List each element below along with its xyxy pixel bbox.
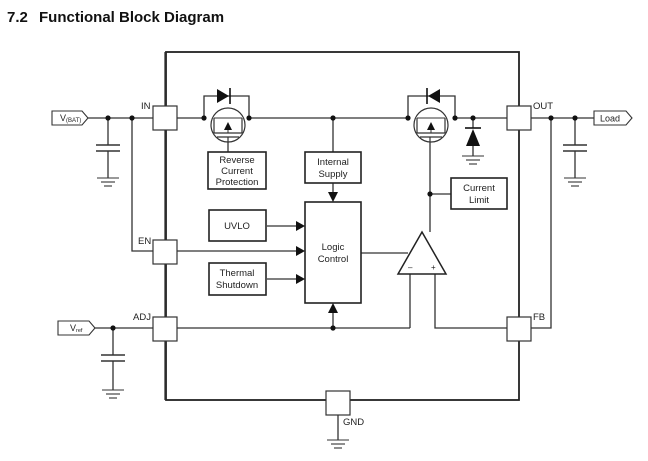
diode-icon <box>217 88 231 104</box>
block-reverse-current-protection: Reverse Current Protection <box>207 151 267 190</box>
svg-text:Thermal: Thermal <box>220 268 255 279</box>
svg-text:Supply: Supply <box>318 169 347 180</box>
svg-text:–: – <box>408 263 413 272</box>
ground-icon <box>564 177 586 187</box>
svg-text:+: + <box>431 263 436 272</box>
svg-text:Current: Current <box>463 183 495 194</box>
svg-text:Internal: Internal <box>317 157 349 168</box>
svg-text:Shutdown: Shutdown <box>216 280 258 291</box>
arrow-thermal-to-logic <box>296 274 305 284</box>
load-connector: Load <box>593 110 633 126</box>
diode-icon <box>426 88 440 104</box>
ground-icon <box>327 439 349 449</box>
junction-dots <box>105 115 578 331</box>
arrow-en-to-logic <box>296 246 305 256</box>
svg-text:Vref: Vref <box>70 323 83 334</box>
zener-diode-icon <box>465 127 481 146</box>
ground-icon <box>97 177 119 187</box>
pin-label-fb: FB <box>533 312 545 323</box>
svg-text:Protection: Protection <box>216 177 259 188</box>
svg-text:Control: Control <box>318 254 349 265</box>
capacitor-vbat <box>96 144 120 152</box>
arrow-adj-to-logic <box>328 303 338 313</box>
block-logic-control: Logic Control <box>304 201 362 304</box>
section-heading: 7.2 Functional Block Diagram <box>7 9 224 26</box>
capacitor-vref <box>101 354 125 362</box>
pin-pad-in <box>152 105 178 131</box>
pin-label-en: EN <box>138 236 151 247</box>
section-title: Functional Block Diagram <box>39 9 225 26</box>
section-number: 7.2 <box>7 9 28 26</box>
arrow-uvlo-to-logic <box>296 221 305 231</box>
arrows <box>296 192 338 313</box>
pin-pads <box>152 105 532 416</box>
vref-connector: Vref <box>57 320 96 336</box>
pin-pad-adj <box>152 316 178 342</box>
vbat-connector: V(BAT) <box>51 110 89 126</box>
block-internal-supply: Internal Supply <box>304 151 362 184</box>
block-uvlo: UVLO <box>208 209 267 242</box>
ground-icon <box>102 389 124 399</box>
svg-text:Limit: Limit <box>469 195 489 206</box>
svg-text:Current: Current <box>221 166 253 177</box>
capacitor-load <box>563 144 587 152</box>
error-amplifier: – + <box>396 230 448 275</box>
block-thermal-shutdown: Thermal Shutdown <box>208 262 267 296</box>
svg-text:Load: Load <box>600 114 620 124</box>
mosfet-icon <box>210 107 246 143</box>
svg-text:Logic: Logic <box>322 242 345 253</box>
ground-icon <box>462 155 484 165</box>
pin-label-in: IN <box>141 101 151 112</box>
arrow-supply-to-logic <box>328 192 338 202</box>
pin-pad-gnd <box>325 390 351 416</box>
svg-text:Reverse: Reverse <box>219 155 254 166</box>
pin-pad-fb <box>506 316 532 342</box>
pin-label-gnd: GND <box>343 417 364 428</box>
pin-label-out: OUT <box>533 101 553 112</box>
mosfet-icon <box>413 107 449 143</box>
pin-label-adj: ADJ <box>133 312 151 323</box>
svg-text:V(BAT): V(BAT) <box>60 113 81 124</box>
pin-pad-en <box>152 239 178 265</box>
svg-text:UVLO: UVLO <box>224 221 250 232</box>
block-current-limit: Current Limit <box>450 177 508 210</box>
pin-pad-out <box>506 105 532 131</box>
